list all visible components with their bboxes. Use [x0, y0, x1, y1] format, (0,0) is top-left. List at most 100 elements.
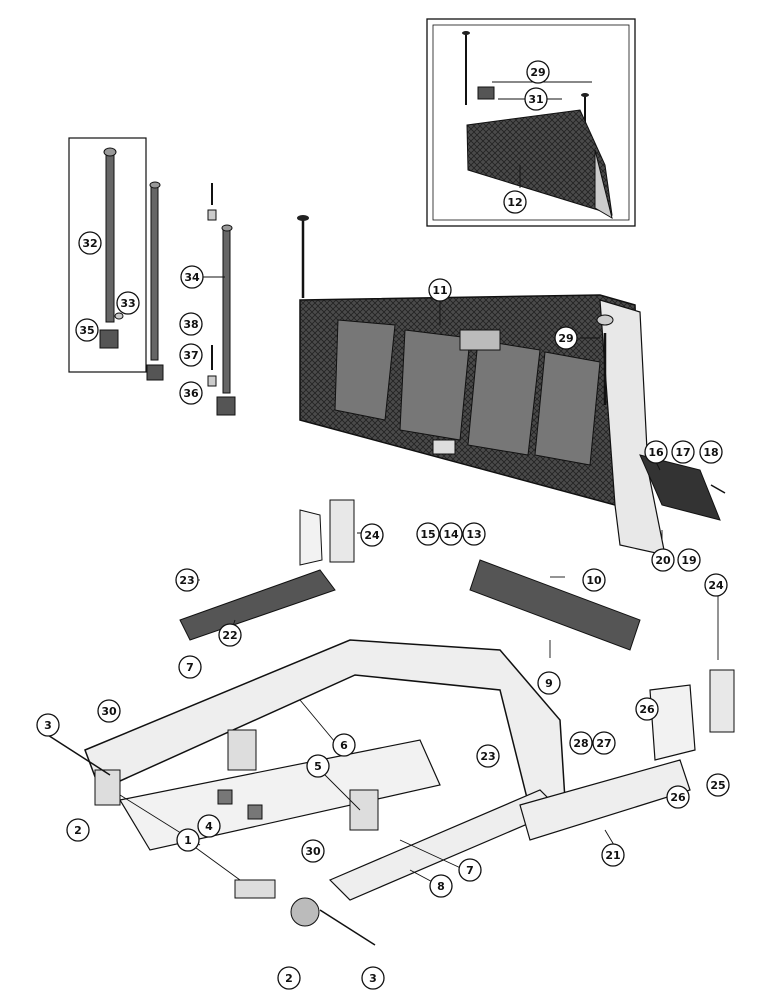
callout-label: 20 — [655, 554, 671, 567]
callout-label: 32 — [82, 237, 97, 250]
callout-label: 2 — [74, 824, 82, 837]
callout-c30a: 30 — [97, 699, 121, 723]
callout-c27: 27 — [592, 731, 616, 755]
callout-circle — [601, 843, 625, 867]
callout-circle — [476, 744, 500, 768]
callout-label: 26 — [670, 791, 686, 804]
callout-label: 7 — [186, 661, 194, 674]
callout-circle — [180, 265, 204, 289]
callout-c26b: 26 — [635, 697, 659, 721]
callout-label: 16 — [648, 446, 664, 459]
callout-label: 31 — [528, 93, 543, 106]
callout-circle — [361, 966, 385, 990]
callout-c5: 5 — [306, 754, 330, 778]
callout-circle — [526, 60, 550, 84]
callout-c24a: 24 — [360, 523, 384, 547]
callout-c9: 9 — [537, 671, 561, 695]
callout-c20: 20 — [651, 548, 675, 572]
callout-circle — [97, 699, 121, 723]
callout-c38: 38 — [179, 312, 203, 336]
callout-c32: 32 — [78, 231, 102, 255]
callout-circle — [36, 713, 60, 737]
callout-circle — [592, 731, 616, 755]
callout-circle — [416, 522, 440, 546]
callout-c29b: 29 — [554, 326, 578, 350]
callout-label: 4 — [205, 820, 213, 833]
callout-c11: 11 — [428, 278, 452, 302]
callout-c23a: 23 — [175, 568, 199, 592]
callout-c33: 33 — [116, 291, 140, 315]
callout-label: 34 — [184, 271, 200, 284]
callout-c26a: 26 — [666, 785, 690, 809]
callout-label: 21 — [605, 849, 620, 862]
callout-circle — [644, 440, 668, 464]
callout-c3b: 3 — [361, 966, 385, 990]
callout-c30b: 30 — [301, 839, 325, 863]
callout-circle — [503, 190, 527, 214]
callout-c24b: 24 — [704, 573, 728, 597]
callout-label: 27 — [596, 737, 611, 750]
callout-circle — [537, 671, 561, 695]
callout-circle — [306, 754, 330, 778]
callout-c8: 8 — [429, 874, 453, 898]
callout-circle — [176, 828, 200, 852]
callout-circle — [458, 858, 482, 882]
callout-label: 3 — [369, 972, 377, 985]
rod-assembly — [146, 181, 236, 416]
callout-c19: 19 — [677, 548, 701, 572]
callout-circle — [635, 697, 659, 721]
inset-box-blade-detail — [426, 18, 636, 227]
callout-circle — [524, 87, 548, 111]
callout-label: 25 — [710, 779, 725, 792]
callout-label: 26 — [639, 703, 655, 716]
callout-label: 29 — [558, 332, 573, 345]
callout-c31: 31 — [524, 87, 548, 111]
callout-label: 19 — [681, 554, 696, 567]
callout-c7b: 7 — [458, 858, 482, 882]
callout-circle — [706, 773, 730, 797]
callout-label: 30 — [305, 845, 321, 858]
callout-label: 17 — [675, 446, 690, 459]
callout-c1: 1 — [176, 828, 200, 852]
callout-c17: 17 — [671, 440, 695, 464]
callout-label: 12 — [507, 196, 522, 209]
callout-circle — [671, 440, 695, 464]
push-frame — [39, 499, 735, 946]
callout-label: 7 — [466, 864, 474, 877]
callout-c4: 4 — [197, 814, 221, 838]
callout-label: 38 — [183, 318, 198, 331]
callout-c21: 21 — [601, 843, 625, 867]
callout-circle — [179, 381, 203, 405]
callout-circle — [75, 318, 99, 342]
callout-c12: 12 — [503, 190, 527, 214]
callout-c29a: 29 — [526, 60, 550, 84]
callout-circle — [429, 874, 453, 898]
callout-circle — [569, 731, 593, 755]
callout-label: 24 — [708, 579, 724, 592]
callout-circle — [197, 814, 221, 838]
callout-c14: 14 — [439, 522, 463, 546]
inset-box-rod-detail — [68, 137, 147, 373]
callout-label: 13 — [466, 528, 481, 541]
callout-circle — [677, 548, 701, 572]
callout-label: 6 — [340, 739, 348, 752]
callout-circle — [179, 312, 203, 336]
callout-label: 37 — [183, 349, 198, 362]
callout-label: 30 — [101, 705, 117, 718]
callout-c3a: 3 — [36, 713, 60, 737]
callout-c6: 6 — [332, 733, 356, 757]
callout-circle — [439, 522, 463, 546]
callout-c28: 28 — [569, 731, 593, 755]
callout-circle — [301, 839, 325, 863]
callout-c35: 35 — [75, 318, 99, 342]
callout-c23b: 23 — [476, 744, 500, 768]
callout-circle — [666, 785, 690, 809]
callout-label: 33 — [120, 297, 135, 310]
callout-label: 5 — [314, 760, 322, 773]
callout-circle — [66, 818, 90, 842]
callout-c36: 36 — [179, 381, 203, 405]
callout-circle — [554, 326, 578, 350]
